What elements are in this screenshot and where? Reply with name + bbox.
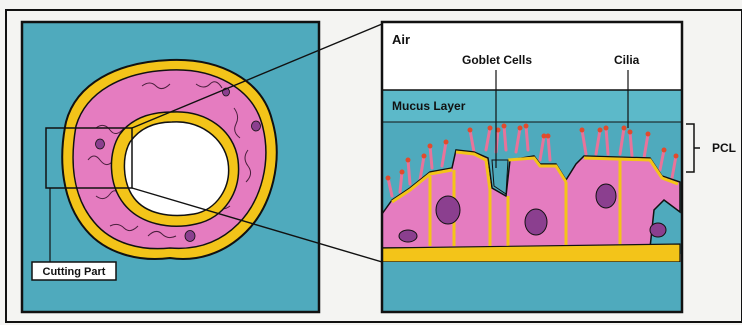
cutting-part-label: Cutting Part (43, 266, 106, 278)
pcl-bracket (686, 124, 700, 172)
air-label: Air (392, 32, 410, 47)
cilia-label: Cilia (614, 53, 640, 67)
pcl-label: PCL (712, 141, 736, 155)
submucosa-strip (382, 262, 682, 312)
mucus-layer-label: Mucus Layer (392, 99, 466, 113)
goblet-cells-label: Goblet Cells (462, 53, 532, 67)
